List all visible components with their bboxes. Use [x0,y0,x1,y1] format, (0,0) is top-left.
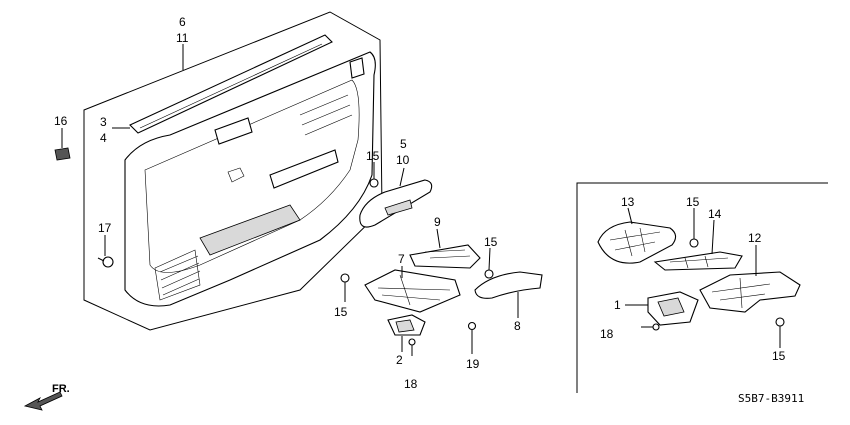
callout-7: 7 [398,252,405,266]
diagram-code: S5B7-B3911 [738,392,804,405]
part-12-detail [711,277,771,309]
switch-panel-detail [424,249,471,259]
callout-12: 12 [748,231,762,245]
callout-4: 4 [100,131,107,145]
front-direction-arrow-icon [23,391,63,411]
callout-15-a: 15 [366,149,380,163]
callout-18-b: 18 [600,327,614,341]
callout-15-c: 15 [334,305,348,319]
door-lining-inner [144,79,360,273]
inset-frame [576,182,828,393]
callout-9: 9 [434,215,441,229]
weatherstrip-detail [139,43,323,129]
weatherstrip-part [129,34,333,134]
handle-assembly-detail [377,274,451,306]
screw-18a-head [408,338,416,346]
armrest-pocket [199,204,301,256]
callout-15-d: 15 [686,195,700,209]
callout-13: 13 [621,195,635,209]
callout-17: 17 [98,221,112,235]
bracket-detail [395,319,415,333]
panel-texture [299,94,353,136]
clip-17-stem [97,257,105,262]
pull-pocket-insert [384,199,413,216]
callout-3: 3 [100,115,107,129]
direction-label: FR. [52,383,70,395]
lock-knob-recess [349,57,365,79]
clip-16-part [54,147,71,161]
part-14 [653,251,743,271]
grille-hatch [159,255,201,296]
callout-18-a: 18 [404,377,418,391]
callout-16: 16 [54,114,68,128]
door-lining-part [124,51,376,307]
callout-15-e: 15 [772,349,786,363]
armrest-cover-part [474,271,543,299]
callout-6: 6 [179,15,186,29]
callout-19: 19 [466,357,480,371]
arrow-emboss [227,167,245,183]
callout-15-b: 15 [484,235,498,249]
screw-15a [369,178,379,188]
callout-8: 8 [514,319,521,333]
leader-lines [61,44,781,354]
screw-15b [484,269,494,279]
part-13-detail [609,227,661,257]
callout-1: 1 [614,298,621,312]
inner-handle-recess [214,117,253,145]
part-14-detail [669,255,729,269]
switch-panel-part [409,244,481,269]
switch-recess [269,149,339,189]
screw-15d [689,238,699,248]
callout-2: 2 [396,353,403,367]
callout-10: 10 [396,153,410,167]
callout-5: 5 [400,137,407,151]
screw-15e [775,317,785,327]
callout-14: 14 [708,207,722,221]
part-13 [597,221,677,264]
speaker-grille [154,249,201,301]
panel-frame [83,11,383,331]
screw-18b-head [652,323,660,331]
clip-17-part [102,256,114,268]
part-12 [699,271,801,313]
pull-pocket-part [359,179,433,228]
part-1-detail [657,297,685,317]
screw-15c [340,273,350,283]
screw-19 [467,321,477,331]
handle-assembly-part [364,269,461,313]
callout-11: 11 [176,31,189,45]
